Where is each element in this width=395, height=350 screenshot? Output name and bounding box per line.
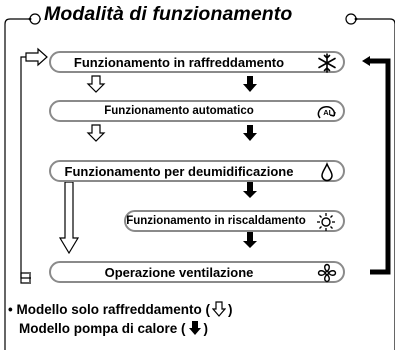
cooling-only-bracket xyxy=(20,47,48,284)
solid-arrow-icon xyxy=(188,320,202,339)
mode-auto: Funzionamento automatico AI xyxy=(49,100,345,122)
solid-arrows xyxy=(243,76,257,248)
sun-icon xyxy=(308,211,344,233)
mode-cooling: Funzionamento in raffreddamento xyxy=(49,51,345,73)
legend-heat-pump: Modello pompa di calore () xyxy=(19,320,208,339)
mode-ventilation: Operazione ventilazione xyxy=(49,261,345,283)
legend-cooling-only-end: ) xyxy=(228,302,233,317)
legend-cooling-only-text: Modello solo raffreddamento ( xyxy=(16,302,211,317)
mode-ventilation-label: Operazione ventilazione xyxy=(104,264,254,280)
snowflake-icon xyxy=(309,52,345,74)
droplet-icon xyxy=(309,161,345,183)
auto-ai-icon: AI xyxy=(309,101,345,123)
mode-heating-label: Funzionamento in riscaldamento xyxy=(126,215,306,227)
hollow-arrow-icon xyxy=(211,301,227,320)
auto-ai-icon-text: AI xyxy=(323,108,331,117)
heat-pump-bracket xyxy=(362,56,391,275)
frame-dots xyxy=(28,17,358,21)
mode-dehumidify-label: Funzionamento per deumidificazione xyxy=(64,163,294,179)
page-title: Modalità di funzionamento xyxy=(44,3,293,25)
fan-icon xyxy=(309,262,345,284)
legend-cooling-only: • Modello solo raffreddamento () xyxy=(8,301,233,320)
mode-auto-label: Funzionamento automatico xyxy=(104,105,254,117)
legend-heat-pump-end: ) xyxy=(203,321,209,336)
legend-bullet: • xyxy=(8,302,13,317)
mode-dehumidify: Funzionamento per deumidificazione xyxy=(49,160,345,182)
hollow-arrows xyxy=(58,75,106,255)
mode-heating: Funzionamento in riscaldamento xyxy=(124,210,345,232)
mode-cooling-label: Funzionamento in raffreddamento xyxy=(73,54,285,70)
legend-heat-pump-text: Modello pompa di calore ( xyxy=(19,321,186,336)
